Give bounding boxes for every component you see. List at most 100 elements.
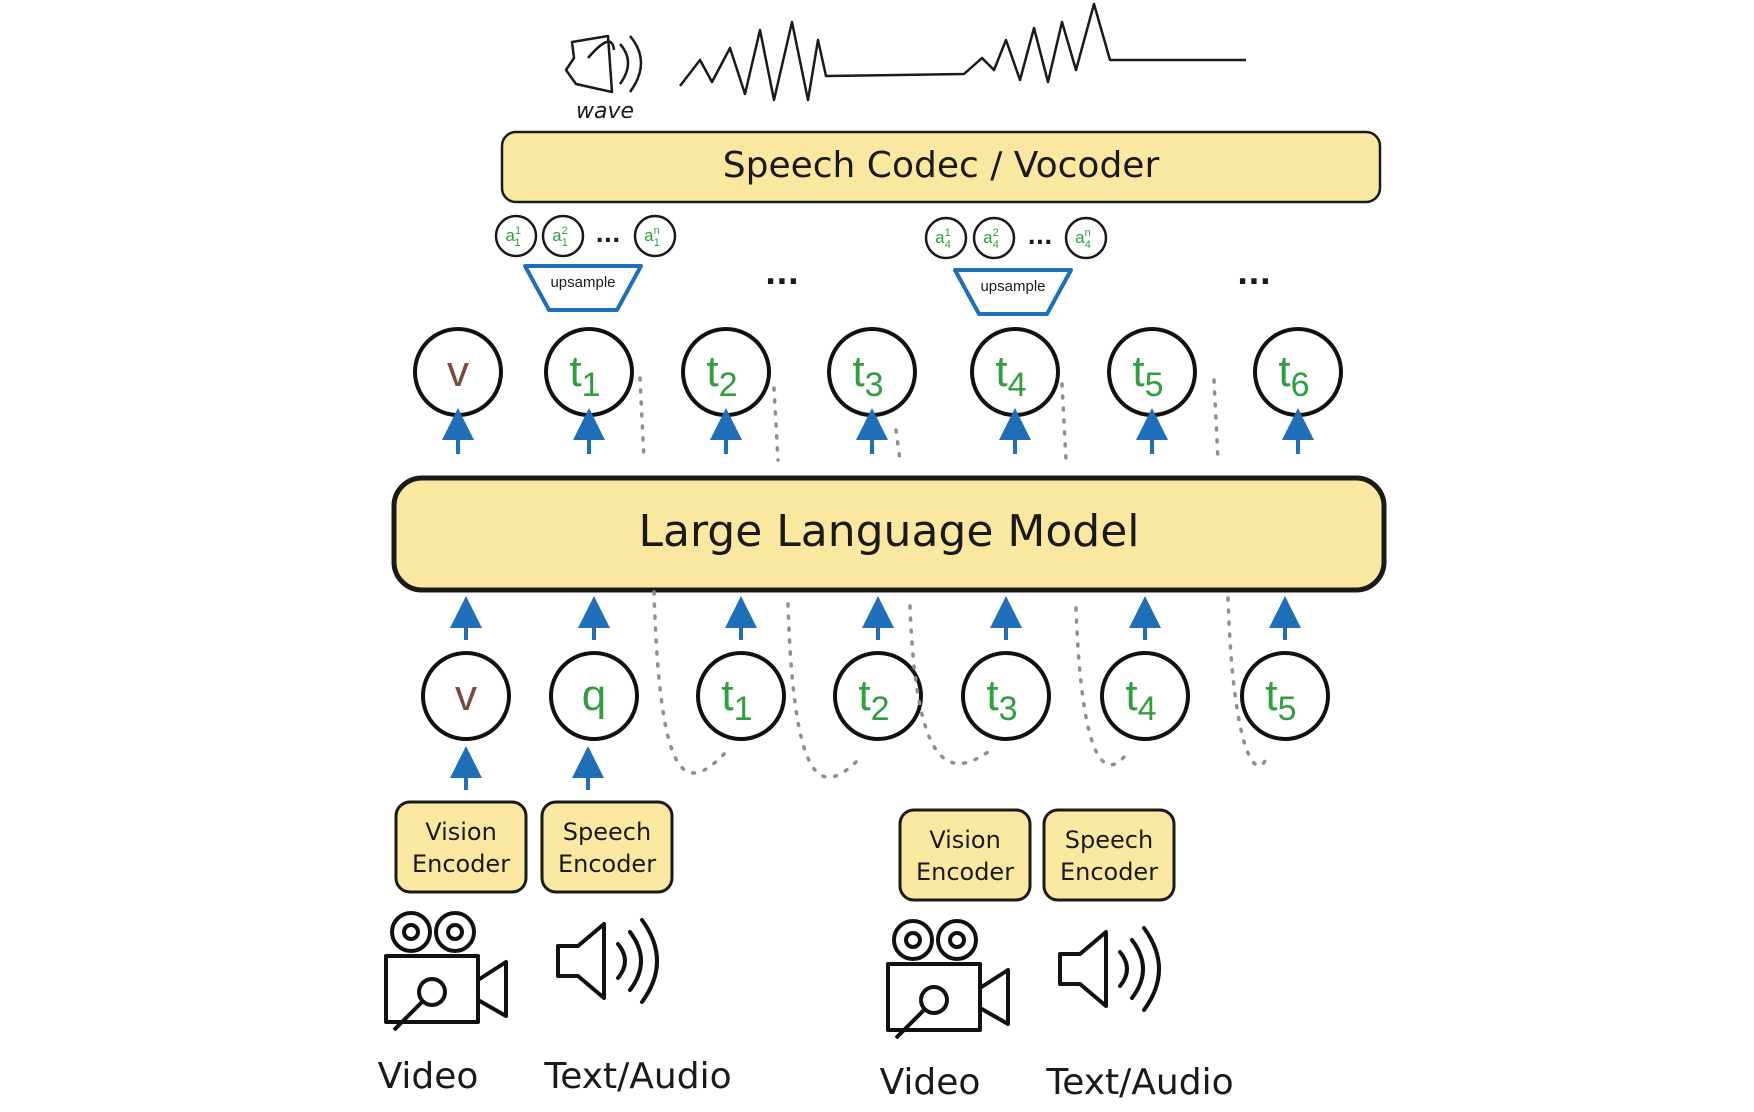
- output-token-t4: t4: [970, 327, 1060, 417]
- upsample-block: [953, 268, 1073, 316]
- modality-label-4: Text/Audio: [1045, 1062, 1233, 1103]
- input-token-t5-circle: [1240, 651, 1330, 741]
- encoder-box: [540, 800, 674, 894]
- encoder-label-line1: Vision: [929, 826, 1001, 854]
- encoder-label-line1: Speech: [1065, 826, 1153, 854]
- output-token-v-text: v: [447, 347, 469, 396]
- encoder-label-line1: Vision: [425, 818, 497, 846]
- output-token-t2-text: t2: [706, 347, 737, 404]
- input-token-t1-circle: [696, 651, 786, 741]
- input-token-t3: t3: [961, 651, 1051, 741]
- encoder-row: VisionEncoderSpeechEncoderVisionEncoderS…: [394, 800, 1176, 902]
- input-token-t1: t1: [696, 651, 786, 741]
- output-token-t4-text: t4: [995, 347, 1026, 404]
- output-token-t5: t5: [1107, 327, 1197, 417]
- input-token-q-text: q: [582, 671, 606, 720]
- acoustic-token-circle: [924, 216, 968, 260]
- video-camera-icon: [886, 919, 1010, 1040]
- modality-label-1: Video: [378, 1056, 479, 1097]
- input-token-t3-circle: [961, 651, 1051, 741]
- speaker-icon: [556, 918, 659, 1004]
- feedback-path-top-3: [1060, 382, 1068, 462]
- llm-box: [391, 475, 1387, 593]
- speaker-icon: [1058, 926, 1161, 1012]
- input-token-v-circle: [421, 651, 511, 741]
- output-token-t2: t2: [681, 327, 771, 417]
- encoder-box: [898, 808, 1032, 902]
- feedback-path-top-1: [772, 386, 780, 462]
- encoder-box: [1042, 808, 1176, 902]
- input-token-t4: t4: [1100, 651, 1190, 741]
- acoustic-ellipsis: ...: [1027, 225, 1052, 250]
- output-token-row: v t1 t2 t3 t4 t5 t6: [413, 327, 1343, 454]
- output-token-t6-text: t6: [1278, 347, 1309, 404]
- speech-codec-box: [500, 130, 1382, 204]
- input-token-q-circle: [549, 651, 639, 741]
- output-token-t1: t1: [544, 327, 634, 417]
- acoustic-token-circle: [494, 214, 538, 258]
- upsample-label: upsample: [550, 274, 615, 291]
- output-token-t3-text: t3: [852, 347, 883, 404]
- encoder-label-line2: Encoder: [916, 858, 1014, 886]
- output-token-t6: t6: [1253, 327, 1343, 417]
- upsample-block: [523, 264, 643, 312]
- feedback-path-top-2: [894, 428, 902, 462]
- upsample-label: upsample: [980, 278, 1045, 295]
- input-token-t5-text: t5: [1265, 671, 1296, 728]
- acoustic-token-circle: [541, 214, 585, 258]
- input-token-t1-text: t1: [721, 671, 752, 728]
- input-token-v-text: v: [455, 671, 477, 720]
- autoregressive-feedback-paths: [638, 376, 1270, 779]
- input-token-q: q: [549, 651, 639, 741]
- feedback-path-4: [1226, 596, 1270, 768]
- modality-label-3: Video: [880, 1062, 981, 1103]
- video-camera-icon: [384, 911, 508, 1032]
- input-token-t2-circle: [833, 651, 923, 741]
- feedback-path-2: [908, 604, 990, 766]
- input-token-t4-circle: [1100, 651, 1190, 741]
- input-token-t2-text: t2: [858, 671, 889, 728]
- output-token-t3: t3: [827, 327, 917, 417]
- feedback-path-top-0: [638, 376, 646, 462]
- input-token-t4-text: t4: [1125, 671, 1156, 728]
- input-token-t3-text: t3: [986, 671, 1017, 728]
- input-token-t5: t5: [1240, 651, 1330, 741]
- output-token-t1-text: t1: [569, 347, 600, 404]
- acoustic-token-circle: [633, 214, 677, 258]
- feedback-path-top-4: [1212, 378, 1220, 462]
- encoder-label-line2: Encoder: [412, 850, 510, 878]
- wave-label: wave: [576, 99, 634, 124]
- encoder-box: [394, 800, 528, 894]
- modality-label-2: Text/Audio: [543, 1056, 731, 1097]
- output-token-t5-text: t5: [1132, 347, 1163, 404]
- between-ellipsis-1: ...: [765, 257, 799, 292]
- input-token-v: v: [421, 651, 511, 741]
- speaker-wave-icon: [564, 34, 643, 94]
- between-ellipsis-2: ...: [1237, 257, 1271, 292]
- speech-codec-label: Speech Codec / Vocoder: [723, 145, 1160, 186]
- encoder-label-line2: Encoder: [1060, 858, 1158, 886]
- acoustic-token-circle: [1064, 216, 1108, 260]
- feedback-path-0: [652, 590, 728, 775]
- feedback-path-1: [786, 602, 864, 779]
- acoustic-ellipsis: ...: [595, 223, 620, 248]
- encoder-label-line1: Speech: [563, 818, 651, 846]
- input-token-row: v q t1 t2 t3 t4 t5: [421, 596, 1330, 790]
- modality-row: Video Text/Audio Video Text/Audio: [378, 911, 1234, 1103]
- acoustic-token-circle: [972, 216, 1016, 260]
- llm-label: Large Language Model: [638, 506, 1139, 557]
- encoder-label-line2: Encoder: [558, 850, 656, 878]
- input-token-t2: t2: [833, 651, 923, 741]
